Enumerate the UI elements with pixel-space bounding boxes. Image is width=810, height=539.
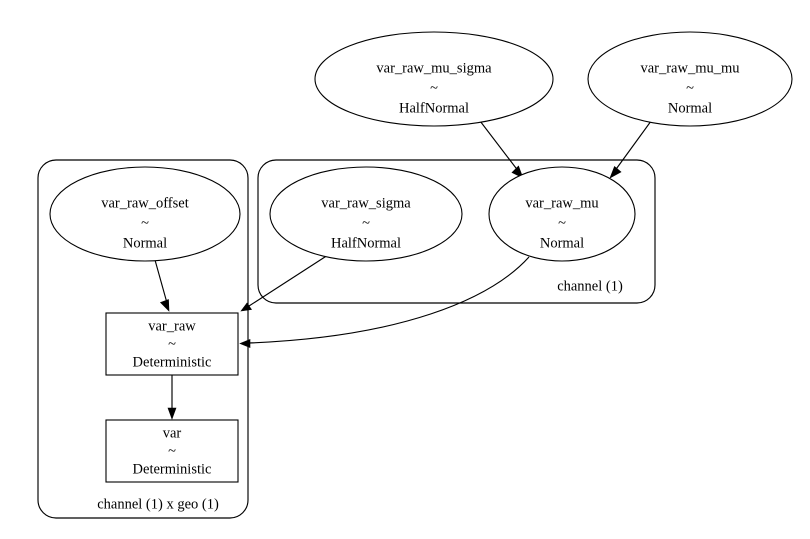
edge-var-raw-mu-to-var-raw (239, 256, 530, 348)
node-name-label: var (163, 425, 182, 441)
node-ellipse[interactable] (587, 31, 793, 127)
arrow-head-icon (159, 299, 170, 312)
node-tilde-label: ~ (558, 215, 566, 231)
edge-line (154, 259, 168, 304)
edge-var-raw-to-var (167, 375, 177, 420)
node-var-raw-mu-mu[interactable]: var_raw_mu_mu ~ Normal (587, 31, 793, 127)
node-distribution-label: Normal (668, 100, 712, 116)
node-distribution-label: Normal (123, 235, 167, 251)
node-name-label: var_raw_mu (525, 195, 598, 211)
node-var-raw-mu-sigma[interactable]: var_raw_mu_sigma ~ HalfNormal (314, 31, 554, 127)
node-var-raw-sigma[interactable]: var_raw_sigma ~ HalfNormal (269, 166, 463, 262)
node-ellipse[interactable] (314, 31, 554, 127)
node-tilde-label: ~ (168, 443, 176, 459)
node-tilde-label: ~ (168, 336, 176, 352)
plate-channel-geo-border (37, 159, 249, 519)
arrow-head-icon (239, 339, 251, 348)
node-var-raw[interactable]: var_raw ~ Deterministic (105, 312, 239, 376)
node-var-raw-offset[interactable]: var_raw_offset ~ Normal (49, 166, 241, 262)
node-distribution-label: Normal (540, 235, 584, 251)
node-name-label: var_raw_offset (101, 195, 189, 211)
arrow-head-icon (609, 165, 622, 179)
node-tilde-label: ~ (362, 215, 370, 231)
node-name-label: var_raw_mu_sigma (376, 60, 492, 76)
plate-channel-label: channel (1) (557, 278, 623, 294)
edge-line (476, 116, 520, 173)
edge-var-raw-mu-mu-to-var-raw-mu (609, 116, 655, 179)
node-tilde-label: ~ (686, 80, 694, 96)
node-var[interactable]: var ~ Deterministic (105, 419, 239, 483)
node-name-label: var_raw_mu_mu (640, 60, 739, 76)
arrow-head-icon (167, 407, 177, 420)
node-tilde-label: ~ (141, 215, 149, 231)
edge-var-raw-offset-to-var-raw (154, 259, 170, 312)
node-distribution-label: Deterministic (133, 354, 212, 370)
node-tilde-label: ~ (430, 80, 438, 96)
plate-channel-border (257, 159, 656, 304)
node-distribution-label: HalfNormal (399, 100, 469, 116)
edge-line (613, 116, 655, 173)
edge-var-raw-sigma-to-var-raw (240, 254, 329, 312)
node-box[interactable] (105, 419, 239, 483)
node-var-raw-mu[interactable]: var_raw_mu ~ Normal (488, 166, 636, 262)
edge-line (248, 254, 329, 307)
node-distribution-label: HalfNormal (331, 235, 401, 251)
plate-channel-geo-label: channel (1) x geo (1) (97, 496, 219, 512)
plate-channel: channel (1) (257, 159, 656, 304)
node-box[interactable] (105, 312, 239, 376)
node-ellipse[interactable] (488, 166, 636, 262)
edge-var-raw-mu-sigma-to-var-raw-mu (476, 116, 524, 179)
node-ellipse[interactable] (269, 166, 463, 262)
node-ellipse[interactable] (49, 166, 241, 262)
node-name-label: var_raw (148, 318, 196, 334)
node-distribution-label: Deterministic (133, 461, 212, 477)
node-name-label: var_raw_sigma (321, 195, 411, 211)
edge-line (248, 256, 530, 344)
arrow-head-icon (240, 302, 253, 312)
plate-channel-geo: channel (1) x geo (1) (37, 159, 249, 519)
